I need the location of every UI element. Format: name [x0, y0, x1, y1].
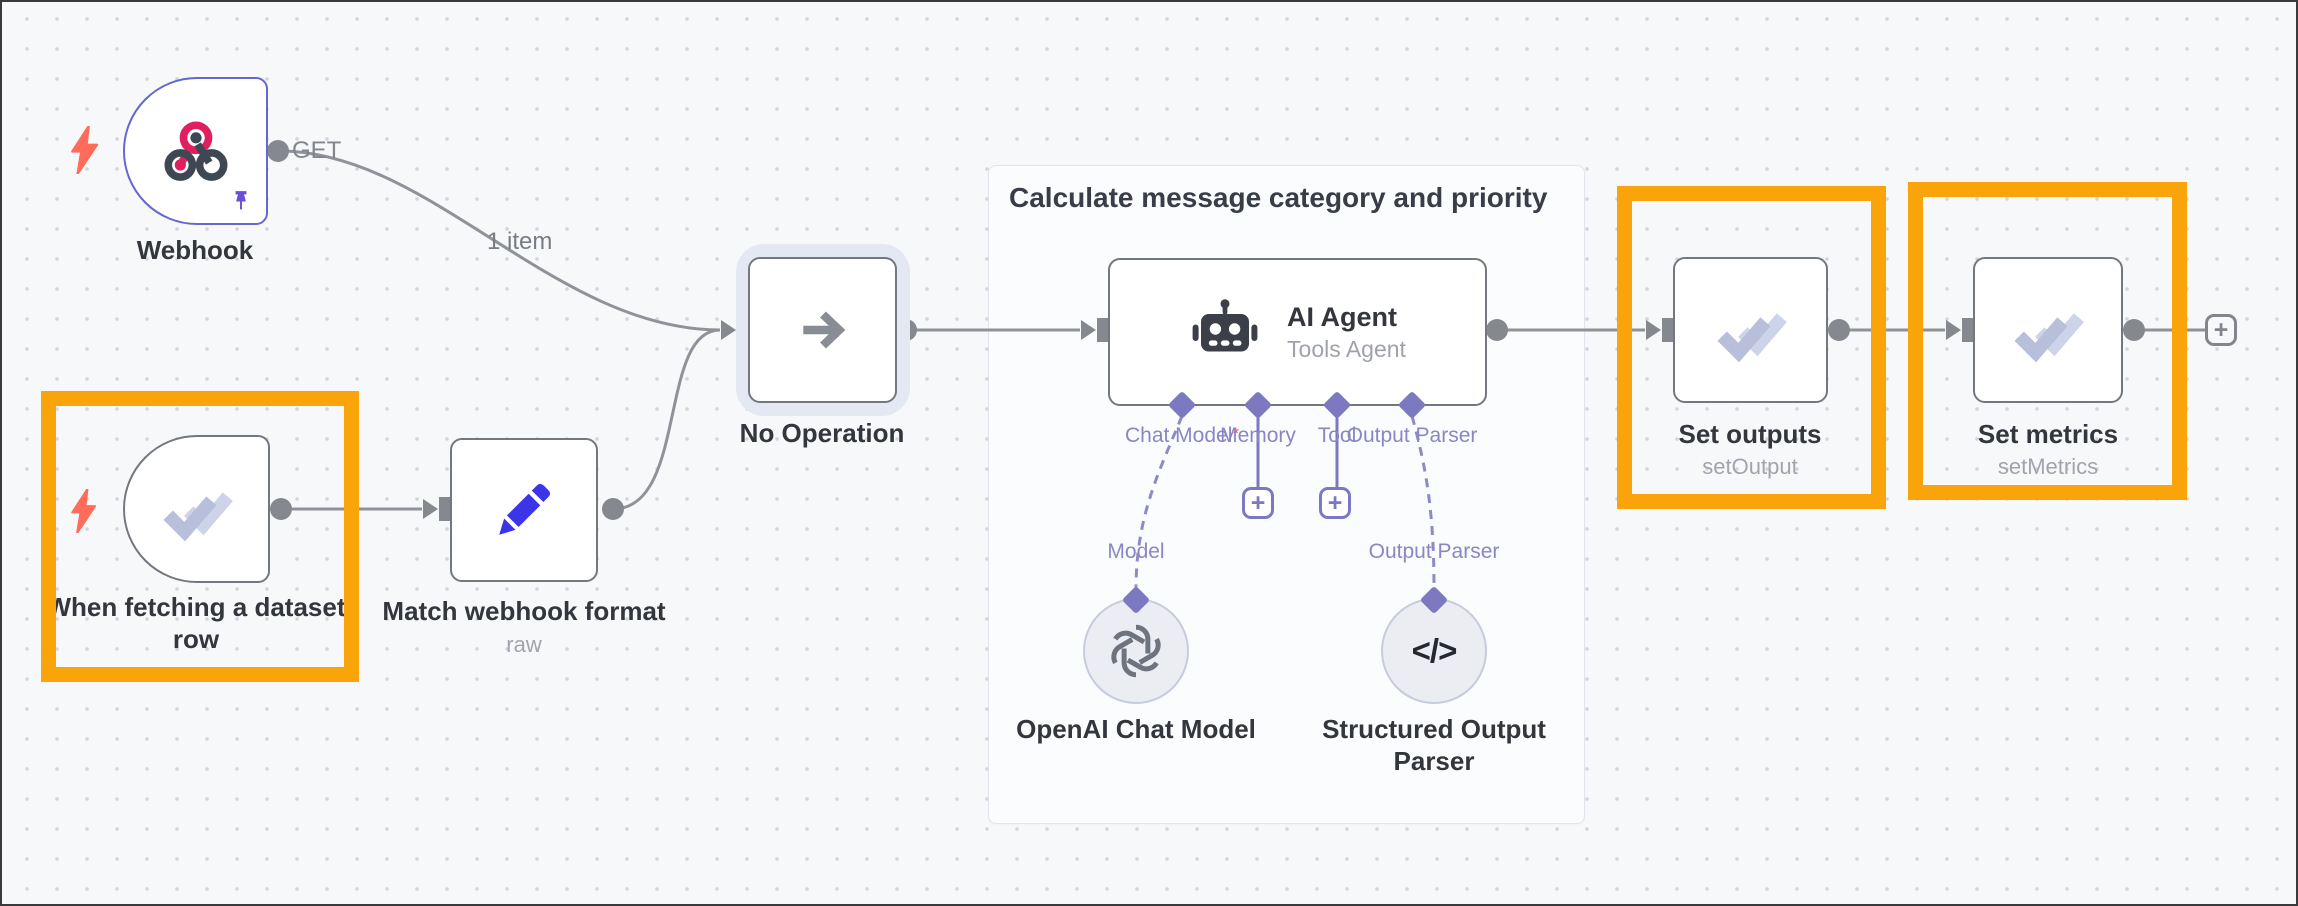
connection-edges [279, 149, 2205, 511]
node-ai-agent-title: AI Agent [1287, 301, 1398, 332]
node-set-metrics-title: Set metrics [1977, 419, 2119, 449]
output-endpoint-webhook[interactable] [267, 140, 289, 162]
sub-port-label-model: Model [1107, 540, 1165, 563]
node-set-outputs-title: Set outputs [1678, 419, 1822, 449]
node-match-webhook-format-title: Match webhook format [382, 596, 666, 626]
node-openai-chat-model[interactable] [1083, 598, 1189, 704]
double-check-icon [1716, 313, 1787, 363]
ai-agent-text: AI Agent Tools Agent [1287, 301, 1406, 362]
ai-dashed-edges [1134, 415, 1436, 590]
node-dataset-trigger-title: When fetching a dataset row [46, 592, 346, 654]
output-endpoint-setoutputs[interactable] [1828, 319, 1850, 341]
webhook-method-label: GET [292, 137, 342, 164]
node-ai-agent[interactable]: AI Agent Tools Agent [1108, 258, 1487, 406]
pin-icon [235, 191, 247, 210]
robot-icon [1192, 299, 1258, 352]
sub-port-label-output-parser: Output Parser [1368, 540, 1500, 563]
node-webhook[interactable] [123, 77, 268, 225]
node-ai-agent-subtitle: Tools Agent [1287, 335, 1406, 362]
double-check-icon [162, 492, 233, 542]
node-set-metrics[interactable] [1973, 257, 2123, 403]
input-endpoint-agent[interactable] [1081, 318, 1108, 342]
node-webhook-title: Webhook [136, 235, 254, 265]
node-set-outputs[interactable] [1673, 257, 1828, 403]
output-endpoint-match[interactable] [602, 498, 624, 520]
double-check-icon [2014, 313, 2084, 363]
node-set-outputs-subtitle: setOutput [1702, 454, 1798, 479]
port-label-chat-model-text: Chat Model [1124, 424, 1233, 447]
node-dataset-trigger[interactable] [123, 435, 270, 583]
node-no-operation[interactable] [748, 257, 897, 403]
input-endpoint-setmetrics[interactable] [1946, 318, 1973, 342]
output-endpoint-setmetrics[interactable] [2123, 319, 2145, 341]
port-label-chat-model: Chat Model* [1125, 424, 1239, 448]
add-node-button[interactable]: + [2205, 314, 2237, 346]
node-match-webhook-format-subtitle: raw [506, 632, 542, 657]
webhook-icon [163, 121, 228, 181]
node-set-metrics-subtitle: setMetrics [1997, 454, 2099, 479]
node-no-operation-title: No Operation [739, 418, 905, 448]
code-icon: </> [1411, 632, 1458, 669]
port-label-memory: Memory [1220, 424, 1296, 447]
trigger-bolt-icon [71, 126, 99, 174]
plus-icon: + [1327, 488, 1343, 517]
openai-icon [1111, 624, 1161, 678]
required-marker: * [1232, 424, 1240, 443]
node-structured-parser-title: Structured Output Parser [1322, 714, 1546, 776]
pencil-icon [499, 483, 551, 535]
trigger-bolt-icon [71, 489, 97, 533]
output-endpoint-agent[interactable] [1486, 319, 1508, 341]
sticky-note-title: Calculate message category and priority [1009, 182, 1548, 213]
plus-icon: + [2213, 315, 2229, 344]
node-match-webhook-format[interactable] [450, 438, 598, 582]
edge-outputparser-structured [1410, 415, 1436, 590]
plus-icon: + [1250, 488, 1266, 517]
port-label-output-parser: Output Parser [1346, 424, 1478, 447]
edge-chatmodel-openai [1134, 415, 1184, 590]
input-endpoint-match[interactable] [423, 497, 450, 521]
add-tool-button[interactable]: + [1319, 487, 1351, 519]
add-memory-button[interactable]: + [1242, 487, 1274, 519]
edge-match-noop [612, 328, 721, 511]
edge-webhook-noop [279, 149, 721, 332]
node-openai-title: OpenAI Chat Model [1016, 714, 1256, 744]
ai-solid-edges [1256, 416, 1339, 488]
items-count-label: 1 item [487, 228, 553, 255]
output-endpoint-dataset[interactable] [270, 498, 292, 520]
node-structured-output-parser[interactable]: </> [1381, 598, 1487, 704]
port-label-tool: Tool [1317, 424, 1357, 447]
arrow-right-icon [802, 311, 845, 349]
input-endpoint-setoutputs[interactable] [1646, 318, 1673, 342]
